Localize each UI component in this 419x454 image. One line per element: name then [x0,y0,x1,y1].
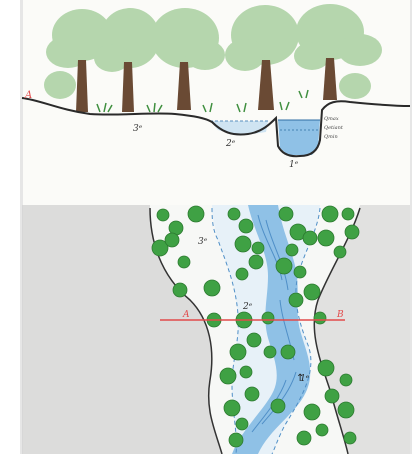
bush-icon [322,206,338,222]
bush-icon [297,431,311,445]
bush-icon [289,293,303,307]
plan-label-b: B [336,310,344,320]
bush-icon [342,208,354,220]
plan-view: A B 3ᵉ 2ᵉ 1ᵉ ↑ [22,205,410,454]
bush-icon [279,207,293,221]
bush-icon [224,400,240,416]
bush-icon [334,246,346,258]
bush-icon [173,283,187,297]
bush-icon [178,256,190,268]
water-level-min: Qmin [324,134,338,140]
section-bed-label-3: 3ᵉ [133,124,143,134]
bush-icon [235,236,251,252]
bush-icon [271,399,285,413]
bush-icon [344,432,356,444]
bush-icon [204,280,220,296]
water-level-max: Qmax [324,116,339,122]
plan-bed-label-2: 2ᵉ [242,302,253,312]
bush-icon [304,284,320,300]
bush-icon [294,266,306,278]
bush-icon [303,231,317,245]
bush-icon [240,366,252,378]
bush-icon [236,418,248,430]
bush-icon [220,368,236,384]
bush-icon [340,374,352,386]
bush-icon [245,387,259,401]
bush-icon [165,233,179,247]
plan-bed-label-3: 3ᵉ [198,237,208,247]
main-channel-water [278,120,320,155]
bush-icon [276,258,292,274]
bush-icon [157,209,169,221]
bush-icon [228,208,240,220]
bush-icon [338,402,354,418]
water-level-mid: Qetiant [324,125,344,131]
bush-icon [281,345,295,359]
bush-icon [236,268,248,280]
bush-icon [188,206,204,222]
bush-icon [325,389,339,403]
section-bed-label-2: 2ᵉ [225,139,236,149]
bush-icon [318,230,334,246]
bush-icon [318,360,334,376]
bush-icon [314,312,326,324]
bush-icon [229,433,243,447]
plan-label-a: A [182,310,190,320]
bush-icon [345,225,359,239]
bush-icon [286,244,298,256]
flow-direction-arrow-icon: ↑ [296,373,304,384]
bush-icon [247,333,261,347]
bush-icon [262,312,274,324]
bush-icon [230,344,246,360]
bush-icon [249,255,263,269]
bush-icon [316,424,328,436]
paper-right-edge [410,0,412,454]
section-label-a: A [24,90,32,101]
bush-icon [239,219,253,233]
bush-icon [252,242,264,254]
bush-icon [304,404,320,420]
section-bed-label-1: 1ᵉ [289,160,299,170]
bush-icon [264,346,276,358]
